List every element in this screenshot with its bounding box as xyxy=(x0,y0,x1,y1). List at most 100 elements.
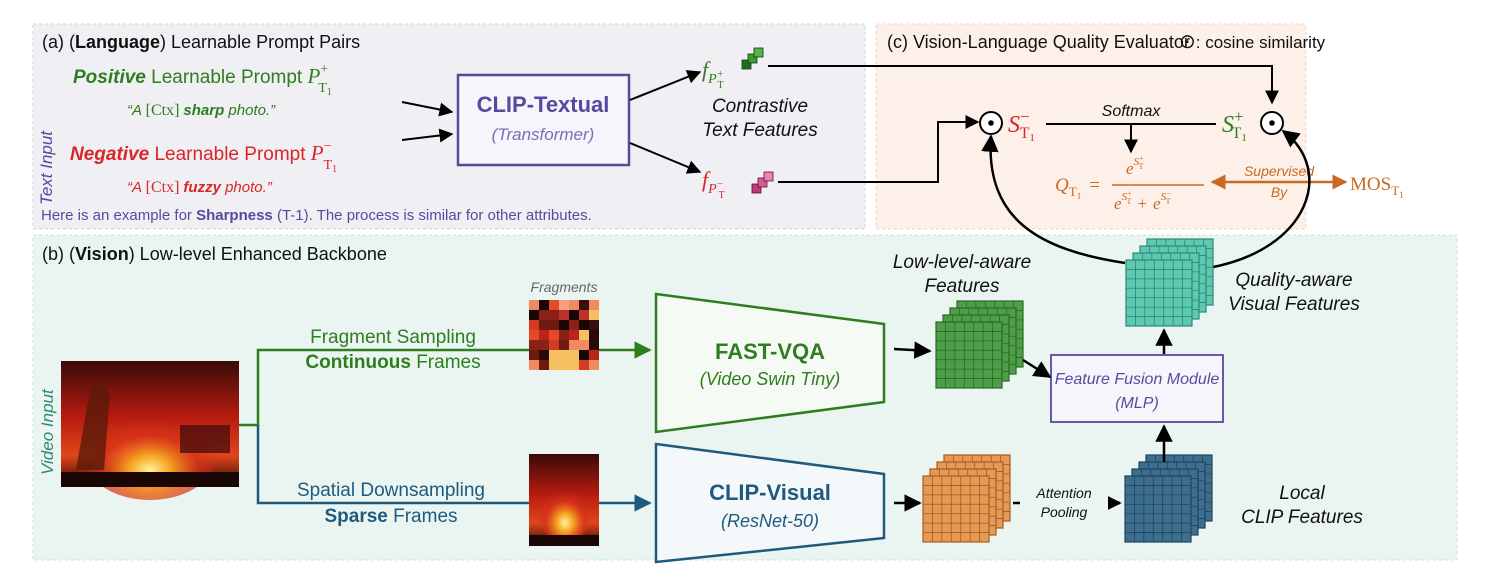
quality-aware-label-line1: Quality-aware xyxy=(1235,270,1352,291)
contrastive-label-line2: Text Features xyxy=(702,120,818,141)
cosine-legend: ⊙: cosine similarity xyxy=(1179,31,1326,53)
clip-visual-block xyxy=(654,442,886,564)
fragment-cell xyxy=(589,340,599,350)
s-negative-symbol: S−T1 xyxy=(1008,107,1035,144)
fragments-caption: Fragments xyxy=(531,279,598,295)
fragment-cell xyxy=(529,320,539,330)
fragment-cell xyxy=(569,310,579,320)
fragment-cell xyxy=(579,300,589,310)
arrow-fastvqa-to-features xyxy=(893,341,932,359)
fragment-cell xyxy=(579,330,589,340)
fragment-cell xyxy=(579,350,589,360)
continuous-frames-label: Continuous Frames xyxy=(305,352,480,373)
fragment-cell xyxy=(549,330,559,340)
fragment-cell xyxy=(539,300,549,310)
positive-feature-symbol: fP+T xyxy=(702,57,724,91)
fragment-cell xyxy=(539,340,549,350)
arrow-lowlevel-to-fusion xyxy=(1022,358,1052,379)
sharpness-footnote: Here is an example for Sharpness (T-1). … xyxy=(41,207,592,224)
quality-aware-feature-stack xyxy=(1125,238,1214,327)
quality-symbol: QT1= xyxy=(1055,175,1100,201)
clip-feature-stack xyxy=(922,454,1011,543)
resnet-label: (ResNet-50) xyxy=(721,511,819,531)
fragment-cell xyxy=(549,360,559,370)
negative-feature-vector xyxy=(751,171,774,194)
fragment-cell xyxy=(529,330,539,340)
video-swin-label: (Video Swin Tiny) xyxy=(700,369,841,389)
fragment-cell xyxy=(569,360,579,370)
panel-a-title: (a) (Language) Learnable Prompt Pairs xyxy=(42,32,360,52)
fragment-cell xyxy=(539,320,549,330)
low-level-label-line1: Low-level-aware xyxy=(893,252,1031,273)
fragment-cell xyxy=(559,320,569,330)
panel-b-title: (b) (Vision) Low-level Enhanced Backbone xyxy=(42,244,387,264)
fragment-cell xyxy=(539,310,549,320)
fragment-cell xyxy=(549,320,559,330)
fragment-cell xyxy=(579,340,589,350)
arrow-pos-feature-to-cos xyxy=(768,65,1279,105)
clip-visual-label: CLIP-Visual xyxy=(709,480,831,505)
fragment-cell xyxy=(559,300,569,310)
negative-prompt-example: “A [Ctx] fuzzy photo.” xyxy=(127,179,273,196)
text-input-label: Text Input xyxy=(37,130,56,205)
fast-vqa-block xyxy=(654,292,886,434)
positive-feature-vector xyxy=(741,47,764,70)
fusion-label-line1: Feature Fusion Module xyxy=(1055,371,1220,388)
fragment-cell xyxy=(589,320,599,330)
panel-language-bg xyxy=(32,23,866,230)
fragment-cell xyxy=(529,360,539,370)
fragment-cell xyxy=(559,350,569,360)
feature-layer xyxy=(922,475,990,543)
negative-feature-symbol: fP−T xyxy=(702,167,725,201)
cos-sim-negative-icon xyxy=(979,111,1003,135)
clip-textual-label: CLIP-Textual xyxy=(477,92,610,117)
fragment-cell xyxy=(579,320,589,330)
fragment-cell xyxy=(589,350,599,360)
arrow-visual-to-cos-positive xyxy=(1207,129,1311,270)
low-level-label-line2: Features xyxy=(925,276,1000,297)
formula-numerator: eS+T xyxy=(1126,154,1144,178)
positive-prompt-example: “A [Ctx] sharp photo.” xyxy=(127,102,276,119)
arrow-clip-to-neg-feat xyxy=(629,142,702,174)
fragment-cell xyxy=(539,360,549,370)
fragment-cell xyxy=(589,360,599,370)
feature-layer xyxy=(1125,259,1193,327)
cos-sim-positive-icon xyxy=(1260,111,1284,135)
sparse-frames-label: Sparse Frames xyxy=(324,506,457,527)
panel-c-title: (c) Vision-Language Quality Evaluator xyxy=(887,32,1190,52)
fusion-label-line2: (MLP) xyxy=(1115,395,1159,412)
fragment-cell xyxy=(579,360,589,370)
transformer-label: (Transformer) xyxy=(492,125,595,144)
sparse-frame-image xyxy=(529,454,599,546)
fragment-cell xyxy=(549,310,559,320)
arrow-pos-to-clip xyxy=(401,101,454,117)
fragments-image xyxy=(529,300,599,370)
fragment-cell xyxy=(579,310,589,320)
feature-layer xyxy=(1124,475,1192,543)
attention-label-line1: Attention xyxy=(1035,485,1091,501)
supervised-label-line2: By xyxy=(1271,184,1288,200)
video-input-thumbnail xyxy=(61,361,239,500)
softmax-label: Softmax xyxy=(1102,103,1162,120)
local-clip-label-line1: Local xyxy=(1279,483,1325,504)
video-input-label: Video Input xyxy=(38,388,57,475)
fragment-cell xyxy=(559,360,569,370)
fragment-cell xyxy=(539,330,549,340)
fragment-cell xyxy=(529,350,539,360)
fragment-cell xyxy=(569,330,579,340)
fragment-cell xyxy=(549,340,559,350)
supervised-label-line1: Supervised xyxy=(1244,163,1315,179)
fragment-sampling-label: Fragment Sampling xyxy=(310,327,476,348)
arrow-visual-to-cos-negative xyxy=(981,134,1126,265)
fragment-cell xyxy=(589,310,599,320)
fragment-cell xyxy=(549,300,559,310)
low-level-feature-stack xyxy=(935,300,1024,389)
fragment-cell xyxy=(559,330,569,340)
fragment-cell xyxy=(569,320,579,330)
arrow-neg-feature-to-cos xyxy=(778,115,980,183)
formula-denominator: eS+T+eS−T xyxy=(1114,189,1171,213)
fragment-cell xyxy=(529,310,539,320)
contrastive-label-line1: Contrastive xyxy=(712,96,808,117)
